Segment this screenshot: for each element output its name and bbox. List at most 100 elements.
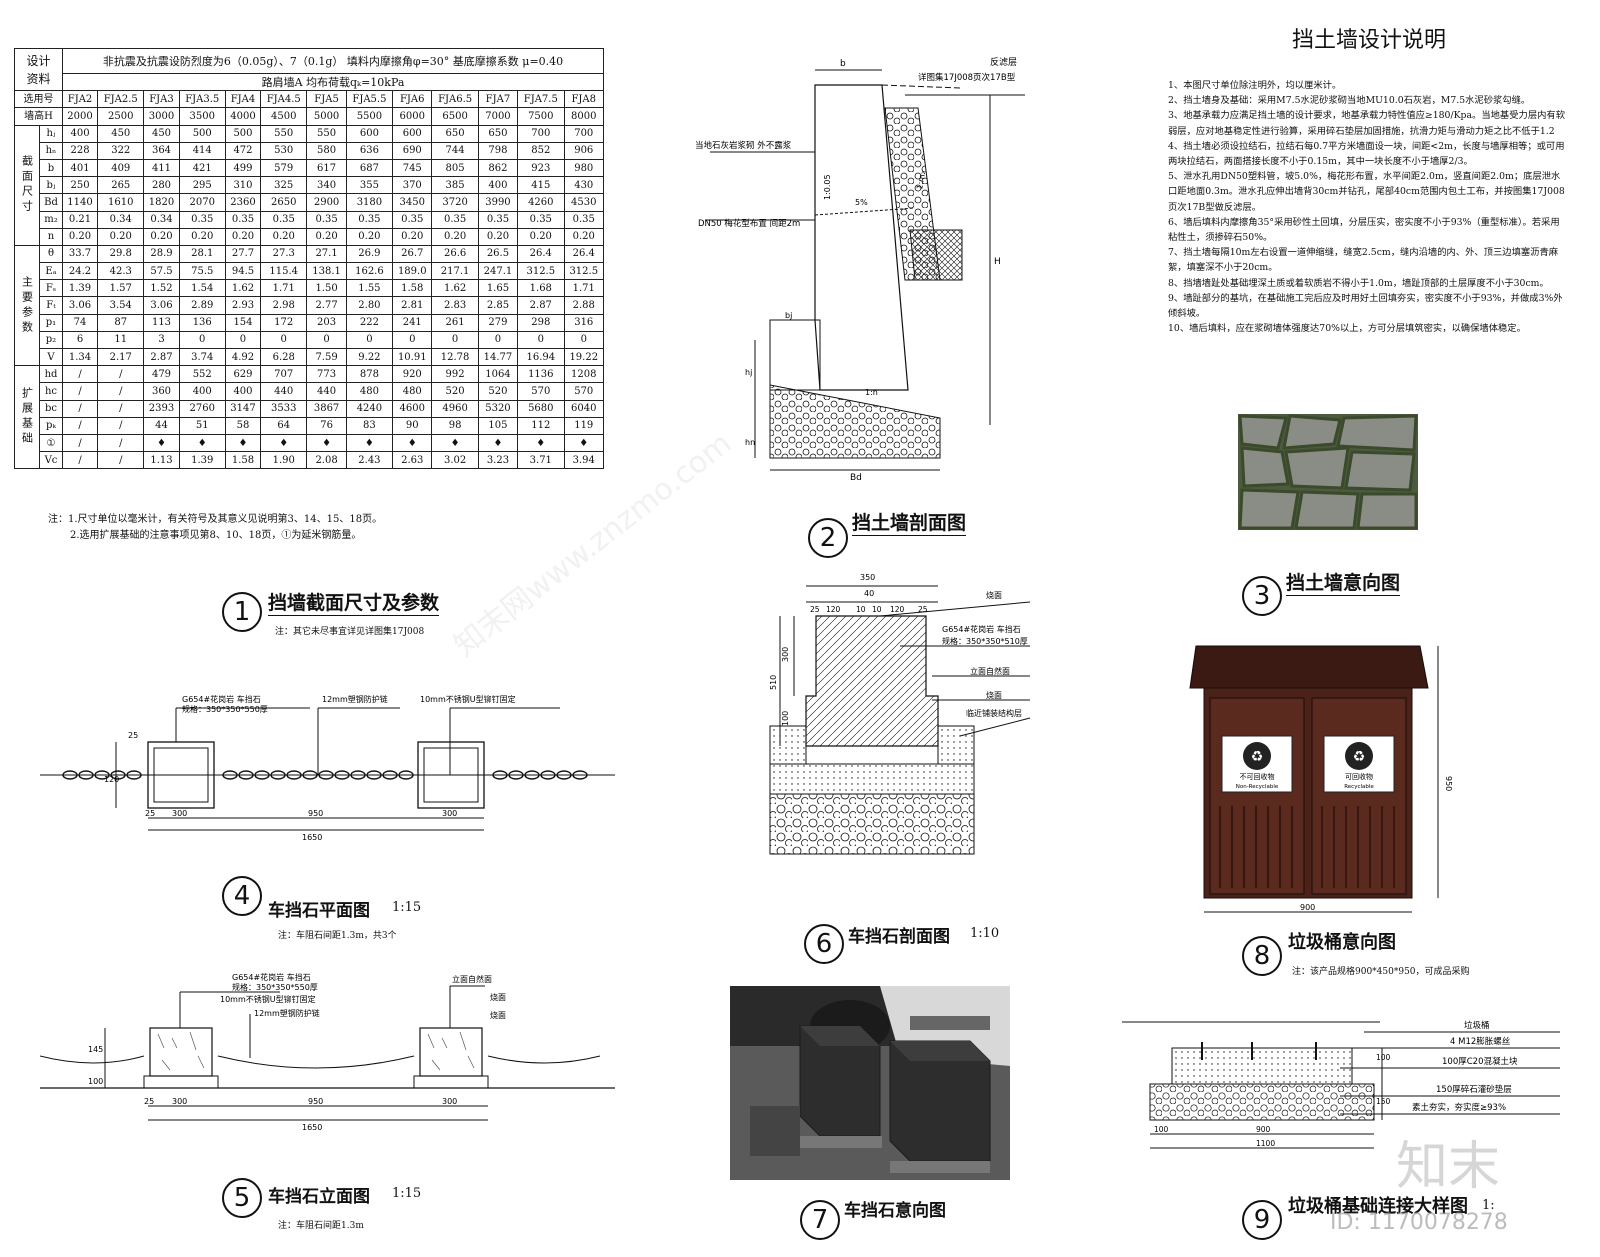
- table-cell: 154: [224, 313, 262, 332]
- table-cell: 0: [345, 330, 394, 350]
- height-cell: 2500: [97, 107, 145, 126]
- table-cell: 105: [477, 416, 519, 435]
- table-cell: 1.58: [392, 279, 433, 298]
- table-cell: 6: [61, 330, 99, 350]
- table-cell: 250: [61, 176, 99, 195]
- table-cell: 2393: [143, 399, 180, 418]
- fig5-dim-300: 300: [172, 1097, 187, 1106]
- figure-number-2: 2: [808, 518, 848, 558]
- model-cell: FJA7.5: [517, 90, 565, 109]
- fig6-dim-350: 350: [860, 573, 875, 582]
- table-cell: 0.35: [392, 210, 433, 229]
- table-cell: 440: [259, 382, 308, 401]
- fig5-stone-label: G654#花岗岩 车挡石: [232, 972, 311, 982]
- table-note-2: 2.选用扩展基础的注意事项见第8、10、18页，①为延米钢筋量。: [70, 530, 362, 541]
- table-cell: 2.43: [345, 451, 394, 470]
- table-cell: 241: [392, 313, 433, 332]
- table-cell: 0: [178, 330, 226, 350]
- table-cell: 222: [345, 313, 394, 332]
- table-cell: 136: [178, 313, 226, 332]
- bin-foundation-drawing: 垃圾桶 4 M12膨胀螺丝 100厚C20混凝土块 150厚碎石灌砂垫层 素土夯…: [1122, 1020, 1560, 1149]
- table-cell: 2.77: [306, 296, 347, 315]
- fig6-dim-25-right: 25: [918, 605, 928, 614]
- recycle-icon-left: ♻: [1251, 749, 1264, 765]
- figure-title-7: 车挡石意向图: [844, 1201, 946, 1221]
- fig4-spec-label: 规格：350*350*550厚: [182, 704, 268, 714]
- table-cell: 3147: [224, 399, 262, 418]
- table-cell: 0.35: [178, 210, 226, 229]
- table-cell: 1.34: [61, 347, 99, 367]
- row-symbol: Fₜ: [39, 296, 63, 315]
- table-cell: 421: [178, 158, 226, 178]
- table-cell: 411: [143, 158, 180, 178]
- height-cell: 6500: [431, 107, 479, 126]
- fig6-dim-510: 510: [769, 675, 778, 690]
- table-cell: 430: [563, 176, 605, 195]
- table-cell: 2.08: [306, 451, 347, 470]
- table-cell: 0: [259, 330, 308, 350]
- figure-title-8: 垃圾桶意向图: [1288, 932, 1396, 953]
- height-cell: 3000: [143, 107, 180, 126]
- table-cell: 3180: [345, 193, 394, 212]
- table-cell: 295: [178, 176, 226, 195]
- table-cell: 3.06: [61, 296, 99, 315]
- model-cell: FJA2.5: [97, 90, 145, 109]
- table-cell: 852: [517, 141, 565, 160]
- table-cell: 1.39: [61, 279, 99, 298]
- table-cell: 112: [517, 416, 565, 435]
- table-cell: 385: [431, 176, 479, 195]
- table-cell: 2900: [306, 193, 347, 212]
- table-cell: 2.89: [178, 296, 226, 315]
- figure-title-9: 垃圾桶基础连接大样图: [1288, 1196, 1468, 1217]
- table-cell: 472: [224, 141, 262, 160]
- fig6-dim-10-right: 10: [872, 605, 882, 614]
- watermark-brand: 知末: [1396, 1137, 1501, 1197]
- table-cell: 1.55: [345, 279, 394, 298]
- table-cell: 552: [178, 365, 226, 384]
- fig9-gravel-label: 150厚碎石灌砂垫层: [1436, 1084, 1512, 1095]
- table-cell: 360: [143, 382, 180, 401]
- table-cell: 3: [143, 330, 180, 350]
- figure-scale-5: 1:15: [392, 1186, 422, 1201]
- table-cell: 113: [143, 313, 180, 332]
- height-cell: 2000: [61, 107, 99, 126]
- table-cell: 878: [345, 365, 394, 384]
- header-line-2: 路肩墙A 均布荷载qₖ=10kPa: [62, 72, 604, 92]
- table-cell: 2.80: [345, 296, 394, 315]
- table-cell: 450: [143, 124, 180, 143]
- table-cell: 1.13: [143, 451, 180, 470]
- table-cell: 0.20: [61, 227, 99, 246]
- table-cell: 4240: [345, 399, 394, 418]
- table-cell: 0.35: [306, 210, 347, 229]
- row-symbol: Fₛ: [39, 279, 63, 298]
- table-cell: 0.20: [143, 227, 180, 246]
- table-cell: /: [97, 416, 145, 435]
- table-notes: 注：1.尺寸单位以毫米计，有关符号及其意义见说明第3、14、15、18页。 2.…: [48, 512, 608, 544]
- fig9-soil-label: 素土夯实，夯实度≥93%: [1412, 1102, 1506, 1113]
- table-cell: 3.02: [431, 451, 479, 470]
- design-note-item: 1、本图尺寸单位除注明外，均以厘米计。: [1168, 80, 1342, 91]
- table-cell: 7.59: [306, 347, 347, 367]
- table-cell: 172: [259, 313, 308, 332]
- design-note-item: 4、挡土墙必须设拉结石，拉结石每0.7平方米墙面设一块，间距<2m，长度与墙厚相…: [1168, 140, 1565, 168]
- table-cell: 1.62: [431, 279, 479, 298]
- table-cell: 12.78: [431, 347, 479, 367]
- table-cell: /: [61, 451, 99, 470]
- side-label-design: 设计 资料: [14, 47, 63, 92]
- table-cell: 75.5: [178, 262, 226, 281]
- table-cell: 0: [477, 330, 519, 350]
- table-cell: 16.94: [517, 347, 565, 367]
- fig5-dim-300-right: 300: [442, 1097, 457, 1106]
- model-cell: FJA3: [143, 90, 180, 109]
- model-cell: FJA3.5: [178, 90, 226, 109]
- row-symbol: m₂: [39, 210, 63, 229]
- row-symbol: θ: [39, 244, 63, 264]
- table-cell: /: [97, 433, 145, 453]
- height-cell: 7000: [477, 107, 519, 126]
- table-cell: ♦: [306, 433, 347, 453]
- fig8-left-bin-label: 不可回收物: [1240, 772, 1275, 781]
